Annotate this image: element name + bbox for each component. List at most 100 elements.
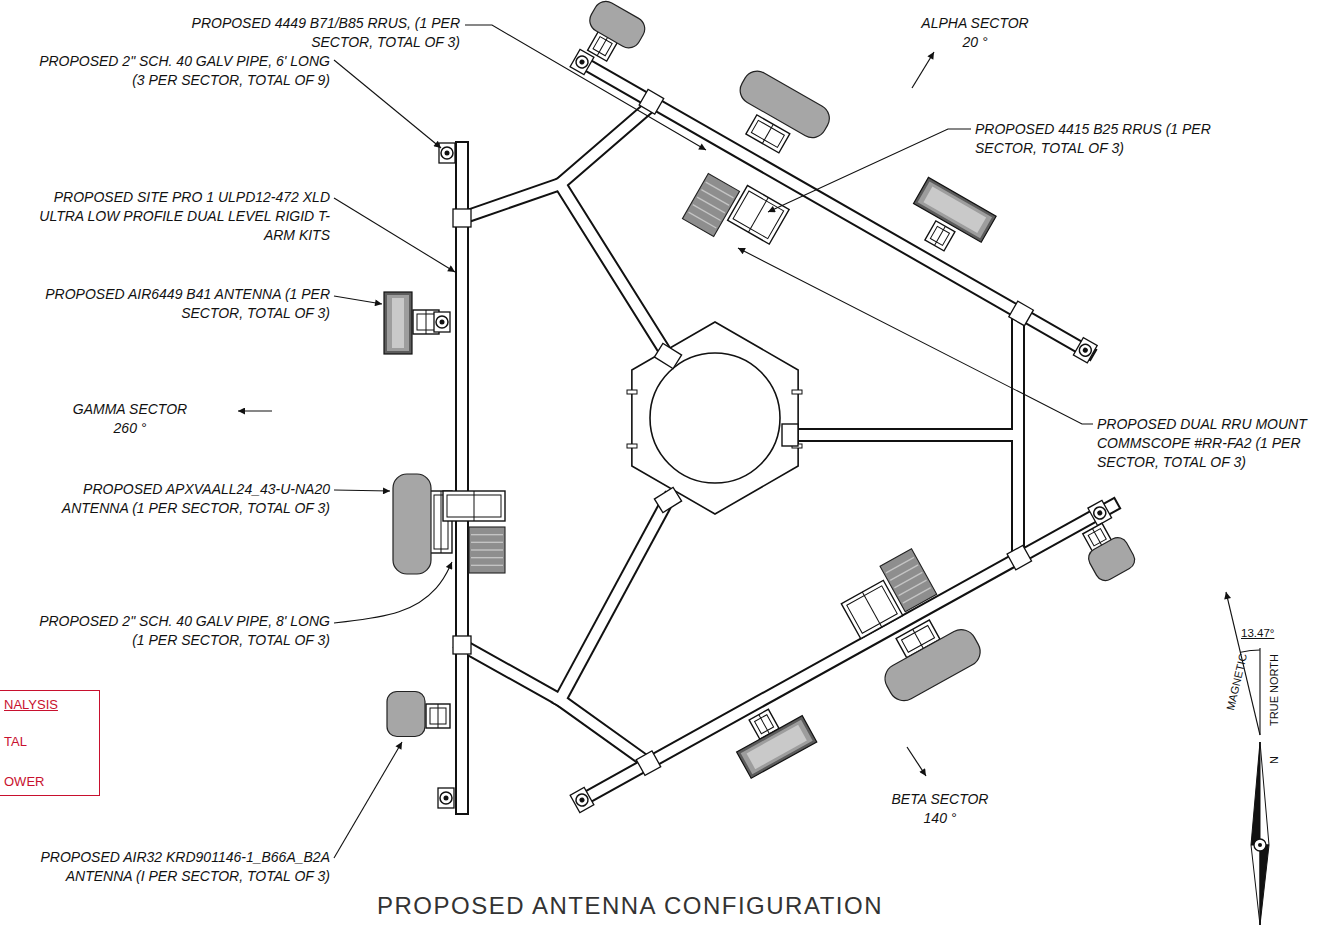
clamp-plate	[1088, 500, 1112, 525]
pipe-outline	[462, 108, 648, 218]
mount-bracket	[925, 221, 955, 251]
arm-bracket	[654, 487, 681, 512]
pipe-bore	[1082, 347, 1089, 354]
antenna-face	[923, 187, 986, 233]
antenna-face	[918, 182, 992, 239]
pipe-end	[440, 792, 452, 804]
sector-arrow	[238, 410, 272, 411]
pipe-outline	[455, 148, 469, 808]
pipe-end	[441, 147, 453, 159]
pipe-body	[457, 148, 467, 808]
pipe-outline	[1011, 320, 1025, 556]
leader-line	[334, 296, 382, 304]
callout-label: PROPOSED 4415 B25 RRUS (1 PER SECTOR, TO…	[975, 120, 1225, 158]
north-arrow-half	[1251, 845, 1260, 925]
callout-label: PROPOSED SITE PRO 1 ULPD12-472 XLD ULTRA…	[30, 188, 330, 245]
mount-bracket-line	[1092, 529, 1102, 546]
rru-fin	[471, 565, 503, 566]
arm-bracket	[654, 343, 681, 368]
antenna-face	[392, 298, 404, 348]
sector-arrow	[907, 747, 926, 776]
rru-fin	[886, 557, 914, 573]
sector-label: ALPHA SECTOR 20 °	[915, 14, 1035, 52]
pipe-outline	[582, 62, 1088, 352]
rru-fin	[894, 572, 922, 588]
pipe-body	[582, 62, 1088, 352]
mount-bracket-inner	[847, 586, 897, 633]
rru-fin	[899, 580, 927, 596]
strut-clamp	[639, 89, 664, 114]
pipe-outline	[560, 500, 668, 700]
clamp-plate	[570, 787, 594, 812]
antenna-box	[914, 177, 997, 242]
antenna-face	[741, 720, 813, 774]
callout-label: PROPOSED APXVAALL24_43-U-NA20 ANTENNA (1…	[50, 480, 330, 518]
antenna-panel	[585, 0, 649, 52]
strut-clamp	[453, 636, 471, 654]
clamp-plate	[570, 49, 594, 74]
pipe-end	[1077, 342, 1093, 358]
antenna-box	[737, 716, 817, 779]
north-arrow	[1226, 592, 1269, 925]
antenna-face	[747, 725, 807, 769]
center-collar	[627, 322, 802, 514]
mount-bracket	[443, 491, 505, 521]
mount-bracket	[728, 186, 790, 245]
antenna-panel	[387, 692, 425, 737]
mount-bracket-line	[759, 715, 770, 734]
strut-clamp	[453, 209, 471, 227]
mount-bracket-inner	[1088, 529, 1106, 546]
rru-fin	[471, 549, 503, 550]
clamp-plate	[438, 788, 454, 808]
pipe-end	[574, 792, 590, 808]
pipe-outline	[582, 506, 1112, 800]
pipe-bore	[579, 797, 586, 804]
beta-sector-equipment	[546, 456, 1142, 866]
title-block-text: TAL	[4, 734, 27, 750]
antenna-box	[384, 292, 412, 354]
callout-label: PROPOSED 2" SCH. 40 GALV PIPE, 6' LONG (…	[30, 52, 330, 90]
mount-bracket-inner	[733, 191, 784, 239]
pipe-bore	[1096, 510, 1103, 517]
pipe-body	[790, 430, 1018, 440]
pipe-bore	[444, 796, 449, 801]
title-block-text: OWER	[4, 774, 44, 790]
leader-line	[768, 129, 971, 212]
pipe-bore	[579, 59, 586, 66]
collar-bolt	[627, 444, 637, 448]
clamp-plate	[434, 312, 450, 332]
rru-fin	[701, 190, 729, 206]
sector-label: BETA SECTOR 140 °	[884, 790, 996, 828]
drawing-title: PROPOSED ANTENNA CONFIGURATION	[377, 892, 883, 920]
leader-line	[334, 562, 452, 623]
antenna-panel	[880, 624, 986, 706]
mount-bracket-inner	[751, 120, 784, 147]
pipe-end	[1092, 505, 1108, 521]
mount-bracket-line	[934, 226, 945, 245]
mount-bracket-line	[438, 704, 439, 728]
clamp-plate	[439, 143, 455, 163]
callout-label: PROPOSED AIR32 KRD901146-1_B66A_B2A ANTE…	[30, 848, 330, 886]
leader-line	[738, 248, 1093, 424]
collar-bolt	[627, 390, 637, 394]
arm-bracket	[782, 424, 798, 446]
mount-bracket-line	[913, 629, 924, 648]
mount-bracket-inner	[930, 226, 949, 245]
pipe-body	[560, 500, 668, 700]
leader-line	[465, 25, 706, 150]
leader-line	[334, 60, 441, 148]
north-arrow-hub	[1254, 839, 1266, 851]
mount-bracket-inner	[593, 37, 612, 56]
rru-fin	[471, 534, 503, 535]
pipe-body	[462, 108, 648, 218]
pipe-outline	[790, 428, 1018, 442]
compass-label: TRUE NORTH	[1268, 654, 1281, 726]
leader-line	[334, 490, 390, 491]
rru-body	[469, 527, 505, 573]
mount-bracket-line	[441, 491, 442, 553]
rru-fin	[471, 542, 503, 543]
leader-line	[334, 742, 402, 858]
pipe-bore	[445, 151, 450, 156]
pipe-bore	[440, 320, 445, 325]
